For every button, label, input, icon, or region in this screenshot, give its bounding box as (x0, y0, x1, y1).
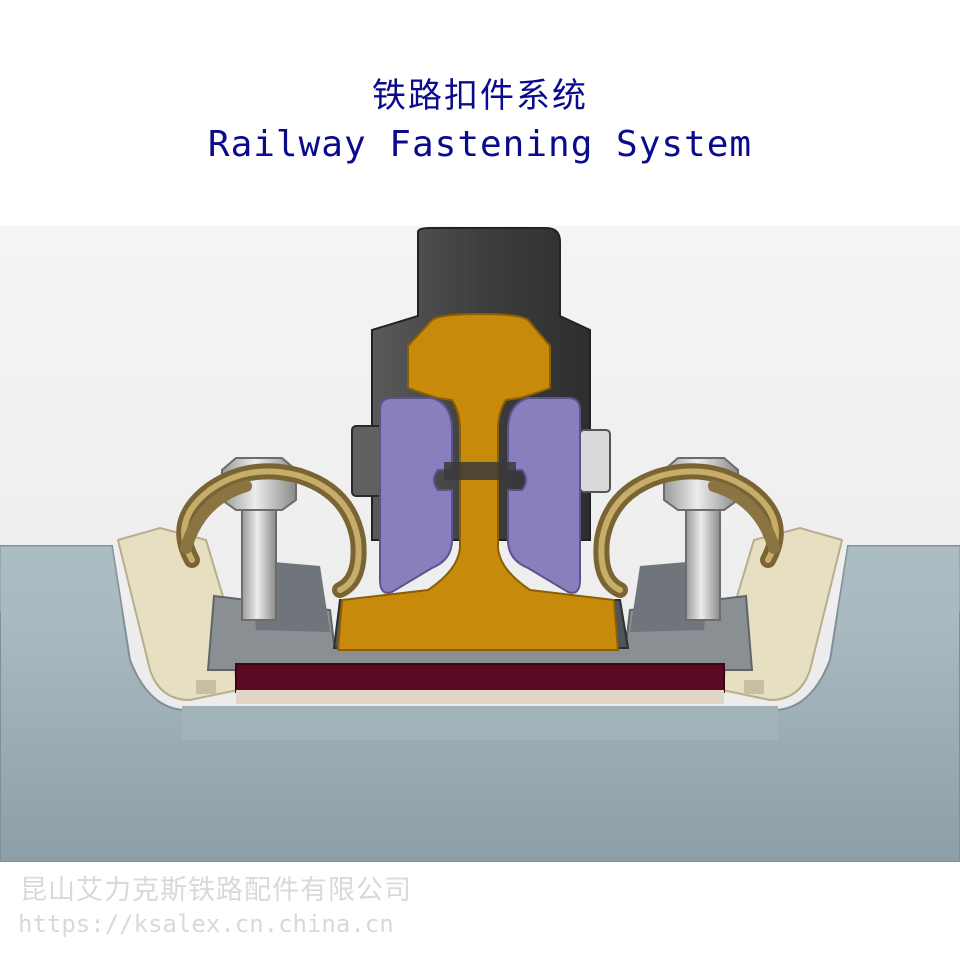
watermark-company: 昆山艾力克斯铁路配件有限公司 (20, 875, 412, 906)
pad-backing (236, 690, 724, 704)
spring-clip-icon (176, 463, 784, 598)
rail-pad-icon (235, 663, 725, 693)
title-english: Railway Fastening System (207, 124, 753, 165)
shoulder-block-icon (116, 526, 844, 702)
rail-section-icon (336, 312, 620, 651)
fastening-diagram (0, 226, 960, 862)
watermark-url: https://ksalex.cn.china.cn (18, 910, 394, 938)
title-chinese: 铁路扣件系统 (372, 76, 588, 116)
concrete-sleeper-icon (0, 545, 960, 862)
joint-bar-icon (379, 397, 581, 594)
